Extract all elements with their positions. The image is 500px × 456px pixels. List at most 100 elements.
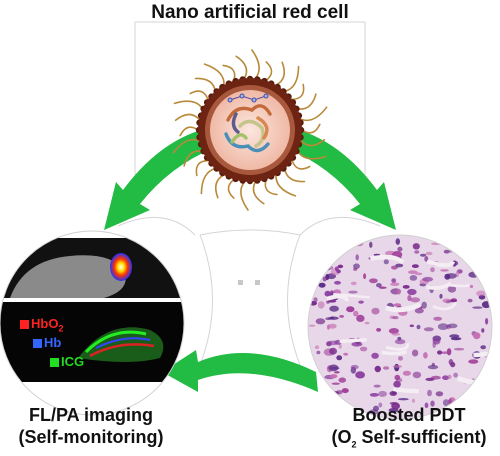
imaging-panel <box>0 231 184 415</box>
cell-nucleus <box>476 290 486 297</box>
cell-nucleus <box>481 395 487 399</box>
cell-nucleus <box>472 306 483 309</box>
cell-nucleus <box>484 242 492 248</box>
cell-nucleus <box>373 384 381 388</box>
cell-nucleus <box>481 328 485 333</box>
legend-label-sub: 2 <box>58 323 64 334</box>
cell-nucleus <box>432 337 441 345</box>
cell-nucleus <box>469 284 474 289</box>
cell-nucleus <box>314 345 320 350</box>
cell-nucleus <box>414 307 424 314</box>
cell-nucleus <box>440 269 449 272</box>
legend-label: ICG <box>61 354 85 369</box>
peg-chain <box>301 123 321 134</box>
cell-nucleus <box>388 328 399 334</box>
imaging-caption: FL/PA imaging (Self-monitoring) <box>2 404 180 448</box>
cell-nucleus <box>336 355 343 361</box>
cell-nucleus <box>423 327 434 332</box>
cell-nucleus <box>323 240 331 247</box>
cell-nucleus <box>369 393 379 397</box>
cell-nucleus <box>314 249 326 254</box>
tissue-gap <box>456 376 492 385</box>
cell-nucleus <box>363 273 367 280</box>
cell-nucleus <box>383 366 390 370</box>
cell-nucleus <box>359 346 368 352</box>
cell-nucleus <box>330 290 334 296</box>
pdt-caption-sub: 2 <box>351 439 357 450</box>
cell-nucleus <box>412 371 422 379</box>
cell-nucleus <box>470 257 480 264</box>
cell-nucleus <box>329 395 338 401</box>
cell-nucleus <box>443 249 450 254</box>
pdt-caption-suffix: Self-sufficient) <box>356 427 487 447</box>
center-markers <box>238 280 260 285</box>
legend-swatch <box>50 358 59 367</box>
cell-nucleus <box>473 332 481 340</box>
peg-chain <box>214 174 225 199</box>
peg-chain <box>252 180 265 205</box>
cell-nucleus <box>469 256 476 261</box>
legend-swatch <box>33 339 42 348</box>
cell-nucleus <box>353 310 359 317</box>
cell-nucleus <box>325 317 332 321</box>
cell-nucleus <box>316 350 321 355</box>
cell-nucleus <box>395 263 404 268</box>
cell-nucleus <box>450 337 462 341</box>
tissue-gap <box>473 350 492 358</box>
peg-chain <box>235 55 248 80</box>
cell-nucleus <box>442 298 451 303</box>
cell-nucleus <box>393 380 401 388</box>
pdt-caption: Boosted PDT (O2 Self-sufficient) <box>318 404 500 456</box>
arrow-top-left <box>104 128 214 230</box>
cell-nucleus <box>483 387 487 394</box>
cell-nucleus <box>427 365 439 370</box>
cell-nucleus <box>327 340 339 346</box>
cell-nucleus <box>323 251 333 255</box>
cell-nucleus <box>374 365 381 373</box>
peg-chain <box>240 180 249 211</box>
peg-chain <box>275 61 286 86</box>
cell-nucleus <box>312 268 318 276</box>
cell-nucleus <box>423 352 428 359</box>
cell-nucleus <box>350 281 357 286</box>
peg-chain <box>284 167 306 183</box>
cell-nucleus <box>420 253 427 257</box>
cell-nucleus <box>425 377 435 381</box>
cell-nucleus <box>430 400 435 407</box>
cell-nucleus <box>371 352 379 359</box>
cell-nucleus <box>338 343 342 349</box>
cell-nucleus <box>329 347 337 355</box>
cell-nucleus <box>356 314 365 322</box>
pdt-caption-line1: Boosted PDT <box>352 405 466 425</box>
cell-nucleus <box>313 243 325 249</box>
arrow-top-right <box>286 128 396 230</box>
cell-nucleus <box>313 297 318 303</box>
peg-chain <box>173 100 204 110</box>
cell-nucleus <box>326 249 336 253</box>
cell-nucleus <box>327 391 333 396</box>
cell-nucleus <box>358 300 364 304</box>
cell-nucleus <box>338 377 347 383</box>
cell-nucleus <box>447 374 452 379</box>
cell-nucleus <box>355 254 359 261</box>
cell-nucleus <box>480 265 489 270</box>
cell-nucleus <box>378 286 387 289</box>
tissue-gap <box>385 302 422 313</box>
tissue-gap <box>339 338 367 344</box>
cell-nucleus <box>409 275 418 281</box>
cell-nucleus <box>391 278 397 283</box>
cell-nucleus <box>474 380 484 385</box>
cell-nucleus <box>422 276 434 282</box>
cell-nucleus <box>308 410 317 415</box>
peg-chain <box>183 150 204 167</box>
cell-nucleus <box>467 298 473 303</box>
cell-nucleus <box>334 280 341 285</box>
cell-nucleus <box>331 382 340 385</box>
cell-nucleus <box>337 264 344 269</box>
cell-nucleus <box>341 388 349 394</box>
cell-nucleus <box>486 276 492 282</box>
cell-nucleus <box>353 263 360 270</box>
peg-chain <box>174 113 200 122</box>
legend-item: HbO2 <box>20 316 63 334</box>
